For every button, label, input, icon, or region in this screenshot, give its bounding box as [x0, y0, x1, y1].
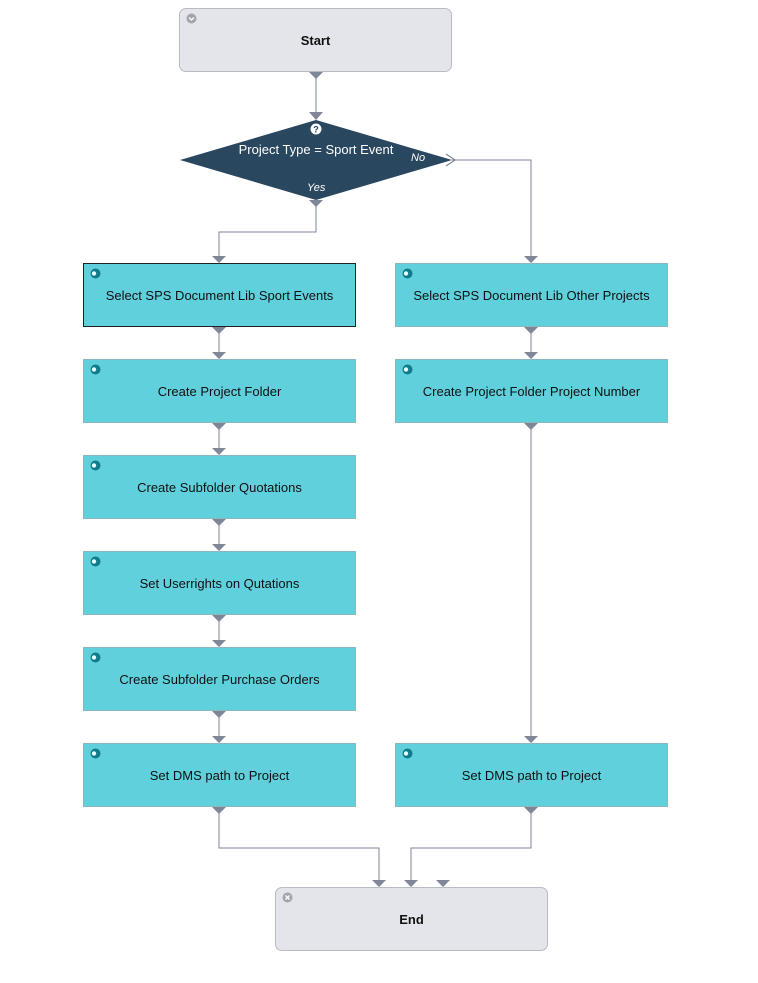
left-3-out-arrow	[212, 519, 226, 526]
action-label: Create Project Folder Project Number	[422, 383, 641, 399]
sharepoint-action-icon	[90, 460, 101, 471]
sharepoint-action-icon	[90, 556, 101, 567]
left-1-in-arrow	[212, 256, 226, 263]
right-2-out-arrow	[524, 423, 538, 430]
left-2-in-arrow	[212, 352, 226, 359]
left-2-out-arrow	[212, 423, 226, 430]
action-set-dms-path-right[interactable]: Set DMS path to Project	[395, 743, 668, 807]
action-label: Set Userrights on Qutations	[139, 575, 300, 591]
right-1-out-arrow	[524, 327, 538, 334]
branch-no-label: No	[411, 152, 426, 164]
connector-right-end	[410, 807, 532, 880]
right-1-in-arrow	[524, 256, 538, 263]
sharepoint-action-icon	[402, 268, 413, 279]
action-create-subfolder-purchase-orders[interactable]: Create Subfolder Purchase Orders	[83, 647, 356, 711]
sharepoint-action-icon	[90, 652, 101, 663]
end-label: End	[399, 911, 424, 927]
circle-x-icon	[282, 892, 293, 903]
action-select-sps-lib-other-projects[interactable]: Select SPS Document Lib Other Projects	[395, 263, 668, 327]
start-label: Start	[300, 32, 331, 48]
end-node[interactable]: End	[275, 887, 548, 951]
left-4-out-arrow	[212, 615, 226, 622]
connector-left-end	[218, 807, 380, 880]
action-label: Select SPS Document Lib Sport Events	[105, 287, 334, 303]
left-6-in-arrow	[212, 736, 226, 743]
action-label: Create Project Folder	[157, 383, 282, 399]
sharepoint-action-icon	[90, 364, 101, 375]
action-set-dms-path-left[interactable]: Set DMS path to Project	[83, 743, 356, 807]
sharepoint-action-icon	[402, 364, 413, 375]
action-label: Set DMS path to Project	[149, 767, 290, 783]
decision-in-arrow	[309, 112, 323, 120]
action-label: Create Subfolder Purchase Orders	[119, 671, 320, 687]
question-icon: ?	[310, 123, 322, 135]
start-out-arrow	[309, 72, 323, 79]
decision-no-arrow	[445, 153, 457, 167]
action-select-sps-lib-sport-events[interactable]: Select SPS Document Lib Sport Events	[83, 263, 356, 327]
circle-chevron-icon	[186, 13, 197, 24]
end-in-arrow-1	[372, 880, 386, 887]
end-in-arrow-3	[436, 880, 450, 887]
svg-text:?: ?	[313, 125, 319, 135]
sharepoint-action-icon	[90, 268, 101, 279]
end-in-arrow-2	[404, 880, 418, 887]
action-label: Select SPS Document Lib Other Projects	[413, 287, 650, 303]
decision-yes-arrow	[309, 200, 323, 207]
branch-yes-label: Yes	[307, 182, 326, 194]
left-4-in-arrow	[212, 544, 226, 551]
decision-diamond[interactable]	[180, 120, 452, 200]
decision-label: Project Type = Sport Event	[238, 142, 394, 157]
left-6-out-arrow	[212, 807, 226, 814]
connector-no	[452, 159, 532, 256]
left-5-out-arrow	[212, 711, 226, 718]
sharepoint-action-icon	[90, 748, 101, 759]
action-create-project-folder-number[interactable]: Create Project Folder Project Number	[395, 359, 668, 423]
right-3-in-arrow	[524, 736, 538, 743]
action-create-subfolder-quotations[interactable]: Create Subfolder Quotations	[83, 455, 356, 519]
action-set-userrights-quotations[interactable]: Set Userrights on Qutations	[83, 551, 356, 615]
right-2-in-arrow	[524, 352, 538, 359]
sharepoint-action-icon	[402, 748, 413, 759]
left-5-in-arrow	[212, 640, 226, 647]
left-1-out-arrow	[212, 327, 226, 334]
right-3-out-arrow	[524, 807, 538, 814]
action-label: Create Subfolder Quotations	[137, 479, 302, 495]
connector-yes	[218, 200, 317, 256]
action-label: Set DMS path to Project	[461, 767, 602, 783]
start-node[interactable]: Start	[179, 8, 452, 72]
left-3-in-arrow	[212, 448, 226, 455]
action-create-project-folder[interactable]: Create Project Folder	[83, 359, 356, 423]
